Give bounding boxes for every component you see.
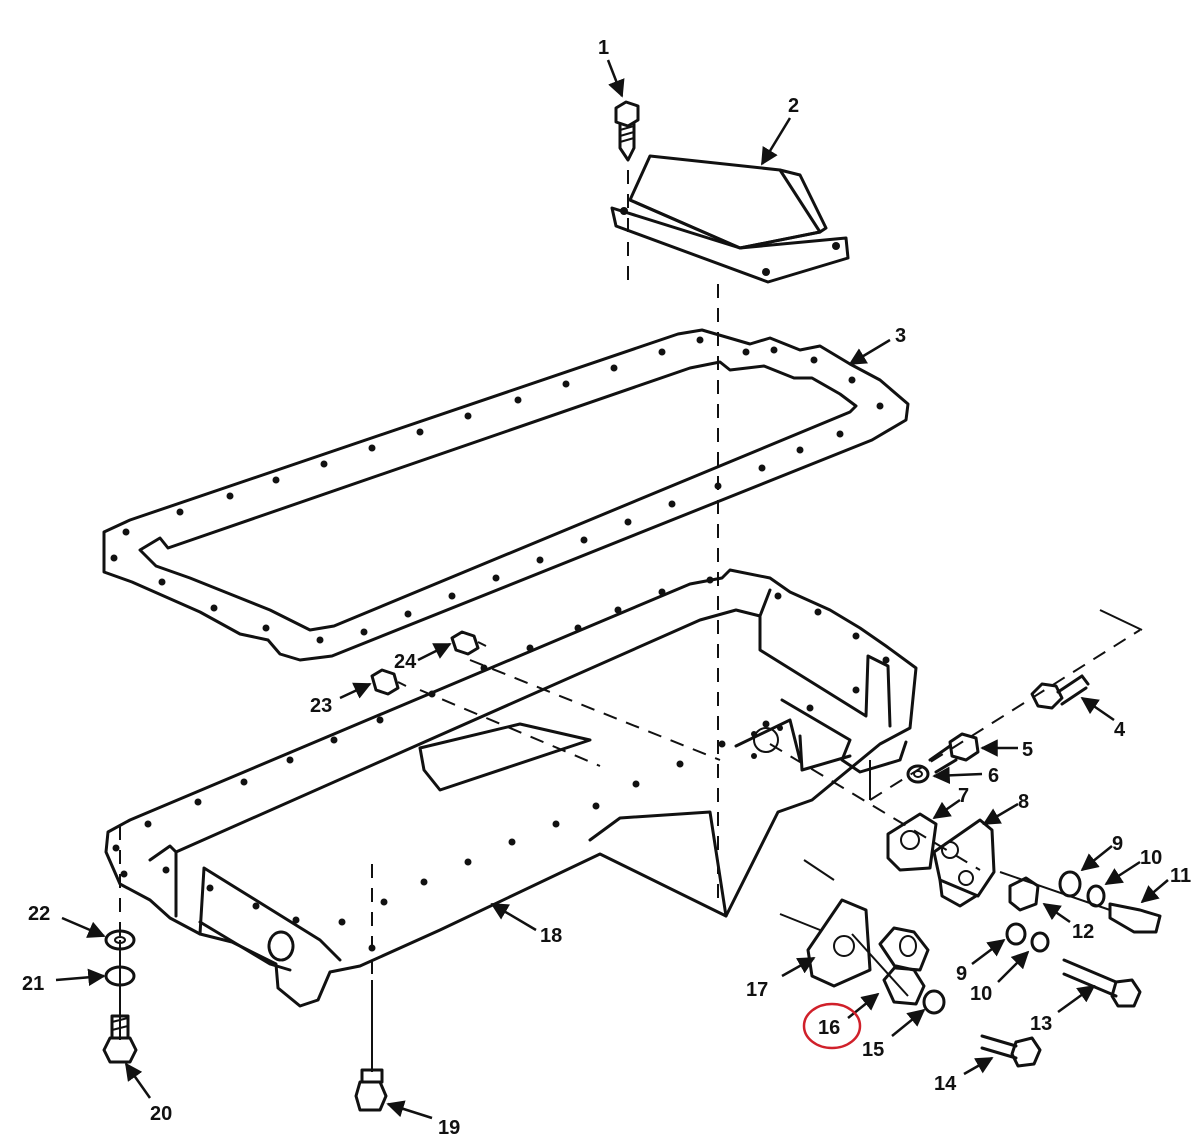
plug-part-24 <box>450 630 487 656</box>
bolt-part-11 <box>999 871 1162 934</box>
drain-plug-part-19 <box>354 1068 388 1112</box>
callout-4: 4 <box>1114 719 1126 741</box>
bolt-part-1 <box>614 100 640 280</box>
callout-12: 12 <box>1072 921 1094 943</box>
callout-15: 15 <box>862 1039 884 1061</box>
highlight-circle-16 <box>802 1002 862 1050</box>
housing-part-8 <box>932 818 996 908</box>
callout-17: 17 <box>746 979 768 1001</box>
callout-labels: 1 2 3 4 5 6 7 8 9 10 11 12 9 10 13 14 15… <box>22 37 1191 1139</box>
plug-part-12 <box>1008 876 1040 912</box>
strainer-part-2 <box>610 154 850 284</box>
callout-9-lower: 9 <box>956 963 967 985</box>
bolt-part-14 <box>980 1034 1042 1068</box>
plug-part-23 <box>370 668 407 696</box>
bolt-part-20 <box>102 1014 138 1064</box>
washer-part-15 <box>922 989 946 1015</box>
gasket-part-7 <box>886 812 938 872</box>
callout-9-upper: 9 <box>1112 833 1123 855</box>
callout-3: 3 <box>895 325 906 347</box>
callout-7: 7 <box>958 785 969 807</box>
callout-5: 5 <box>1022 739 1033 761</box>
oil-pan-part-18 <box>104 568 918 1008</box>
washer-part-6 <box>906 764 930 784</box>
washer-part-9-lower <box>1005 922 1027 946</box>
callout-10-upper: 10 <box>1140 847 1162 869</box>
callout-20: 20 <box>150 1103 172 1125</box>
bolt-part-4 <box>1030 674 1090 710</box>
callout-22: 22 <box>28 903 50 925</box>
callout-2: 2 <box>788 95 799 117</box>
callout-18: 18 <box>540 925 562 947</box>
callout-11: 11 <box>1170 865 1191 887</box>
lockwasher-part-21 <box>104 965 136 987</box>
callout-24: 24 <box>394 651 417 673</box>
callout-16: 16 <box>818 1017 840 1039</box>
callout-23: 23 <box>310 695 332 717</box>
washer-part-9-upper <box>1058 870 1082 898</box>
callout-10-lower: 10 <box>970 983 992 1005</box>
callout-21: 21 <box>22 973 44 995</box>
callout-19: 19 <box>438 1117 460 1139</box>
callout-8: 8 <box>1018 791 1029 813</box>
lockwasher-part-10-lower <box>1030 931 1050 953</box>
gasket-part-3 <box>102 328 910 662</box>
callout-13: 13 <box>1030 1013 1052 1035</box>
callout-1: 1 <box>598 37 609 59</box>
flange-part-17 <box>806 898 909 997</box>
bolt-part-5 <box>928 732 980 774</box>
leader-lines <box>55 59 1169 1120</box>
clamp-part-16 <box>878 926 930 1006</box>
washer-part-22 <box>104 929 136 951</box>
callout-6: 6 <box>988 765 999 787</box>
callout-14: 14 <box>934 1073 957 1095</box>
